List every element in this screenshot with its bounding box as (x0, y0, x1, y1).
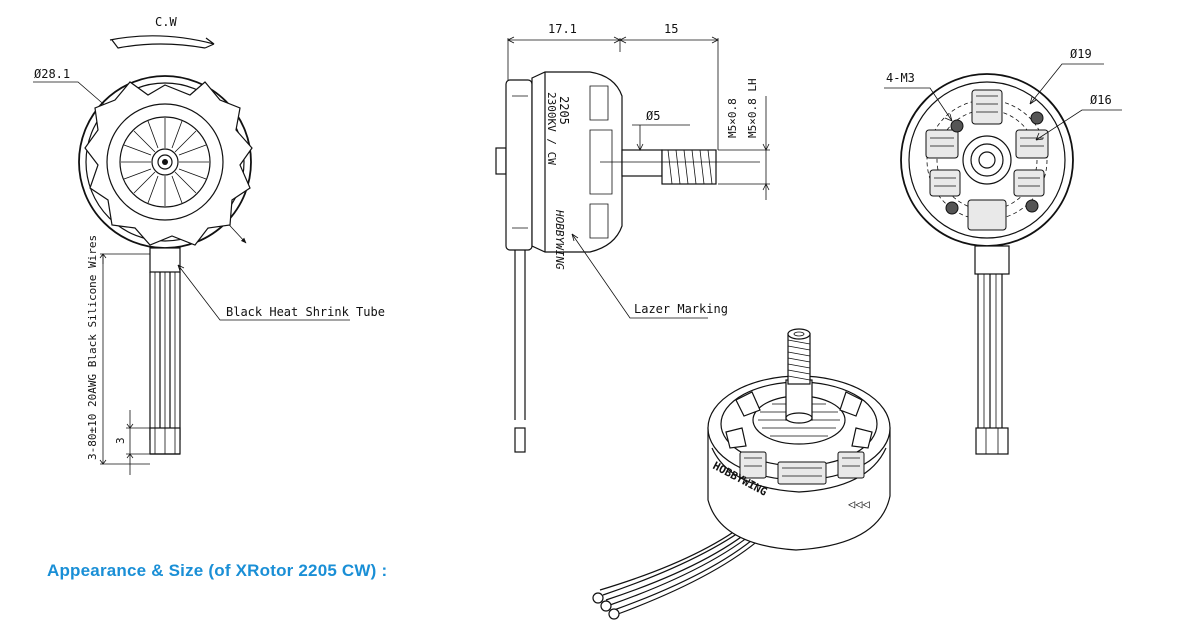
front-cooling-slots (121, 118, 209, 206)
rear-mount-holes (945, 111, 1044, 215)
rotation-arrow (109, 35, 215, 49)
dim-shaft-label: 15 (664, 22, 678, 36)
shaft-diameter-label: Ø5 (646, 109, 660, 123)
diameter-label: Ø28.1 (34, 67, 70, 81)
wire-length-label: 3-80±10 20AWG Black Silicone Wires (86, 235, 99, 460)
mount-holes-label: 4-M3 (886, 71, 915, 85)
thread-lh-label: M5×0.8 LH (746, 78, 759, 138)
side-kv-text: 2300KV / CW (545, 92, 558, 165)
outer-circle-label: Ø19 (1070, 47, 1092, 61)
inner-circle-label: Ø16 (1090, 93, 1112, 107)
thread-label: M5×0.8 (726, 98, 739, 138)
strip-length-label: 3 (114, 437, 127, 444)
marking-label: Lazer Marking (634, 302, 728, 316)
front-wires (149, 247, 181, 455)
rotation-label: C.W (155, 15, 177, 29)
side-shaft (600, 149, 760, 185)
iso-shaft (785, 328, 813, 424)
dim-body-label: 17.1 (548, 22, 577, 36)
side-brand-text: HOBBYWING (553, 209, 566, 270)
rear-view: 4-M3 Ø19 Ø16 (884, 47, 1122, 455)
iso-view: HOBBYWING ◁◁◁ (592, 328, 891, 620)
front-motor-face (78, 75, 253, 249)
side-view: 17.1 15 2205 2300KV / CW HOBBYWING Ø5 (495, 22, 770, 453)
iso-direction-mark: ◁◁◁ (847, 497, 870, 511)
front-view: C.W Ø28.1 (33, 15, 385, 475)
side-motor-body: 2205 2300KV / CW HOBBYWING (495, 71, 623, 270)
rear-windings (925, 89, 1049, 231)
caption: Appearance & Size (of XRotor 2205 CW) : (47, 561, 388, 580)
heat-shrink-label: Black Heat Shrink Tube (226, 305, 385, 319)
side-model-text: 2205 (557, 96, 571, 125)
